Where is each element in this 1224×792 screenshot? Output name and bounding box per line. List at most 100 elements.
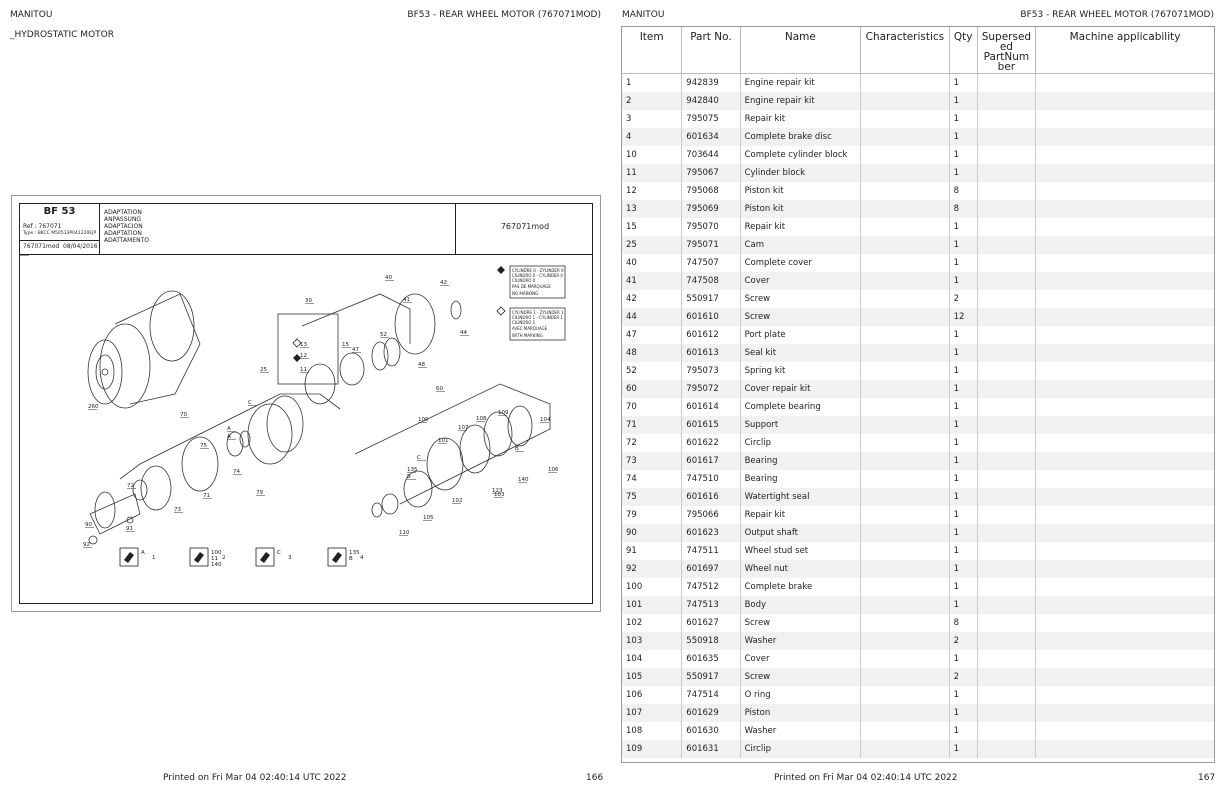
table-cell: 1: [948, 254, 978, 272]
table-cell: [976, 740, 1037, 758]
table-cell: [976, 236, 1037, 254]
brand-right: MANITOU: [622, 10, 665, 20]
table-cell: [860, 722, 950, 740]
table-cell: [1035, 434, 1215, 452]
table-cell: Cylinder block: [739, 164, 862, 182]
table-cell: [860, 506, 950, 524]
table-cell: Piston: [739, 704, 862, 722]
table-cell: [1035, 128, 1215, 146]
table-cell: 1: [948, 146, 978, 164]
table-cell: 105: [620, 668, 683, 686]
table-cell: 747508: [681, 272, 741, 290]
table-cell: [860, 704, 950, 722]
callout-label: A: [227, 434, 231, 440]
adapt-2: ADAPTACION: [104, 223, 143, 230]
table-cell: 1: [948, 740, 978, 758]
callout-label: 60: [436, 386, 443, 392]
table-cell: 1: [948, 452, 978, 470]
callout-label: 79: [256, 490, 263, 496]
table-cell: [976, 722, 1037, 740]
table-cell: Piston kit: [739, 200, 862, 218]
table-cell: 52: [620, 362, 683, 380]
callout-label: 106: [548, 467, 559, 473]
callout-label: 110: [399, 530, 410, 536]
callout-label: 75: [200, 443, 207, 449]
tool-icon: C3: [255, 547, 292, 567]
table-cell: O ring: [739, 686, 862, 704]
table-cell: Engine repair kit: [739, 92, 862, 110]
table-cell: [860, 254, 950, 272]
table-cell: Screw: [739, 668, 862, 686]
legend1-line4: PAS DE MARQUAGE: [512, 284, 551, 289]
table-cell: Seal kit: [739, 344, 862, 362]
table-cell: [1035, 596, 1215, 614]
table-cell: [976, 272, 1037, 290]
table-cell: [860, 146, 950, 164]
table-cell: 42: [620, 290, 683, 308]
table-cell: 40: [620, 254, 683, 272]
callout-label: 40: [385, 275, 392, 281]
table-cell: 12: [620, 182, 683, 200]
callout-label: 73: [174, 507, 181, 513]
table-cell: Engine repair kit: [739, 73, 862, 92]
table-cell: 1: [948, 650, 978, 668]
table-cell: 601627: [681, 614, 741, 632]
table-cell: [1035, 92, 1215, 110]
table-cell: 47: [620, 326, 683, 344]
table-cell: 601613: [681, 344, 741, 362]
page-number-right: 167: [1198, 773, 1216, 783]
table-cell: 8: [948, 200, 978, 218]
section-title: _HYDROSTATIC MOTOR: [10, 30, 114, 40]
table-cell: [1035, 398, 1215, 416]
table-cell: Circlip: [739, 434, 862, 452]
table-cell: [1035, 146, 1215, 164]
callout-label: 109: [498, 410, 509, 416]
table-cell: 1: [948, 434, 978, 452]
tool-label: A: [141, 550, 145, 556]
table-cell: Cover: [739, 650, 862, 668]
drawing-type: Type : BKCC M50513P041220EJP: [23, 231, 97, 236]
table-cell: [1035, 73, 1215, 92]
table-cell: 1: [620, 73, 683, 92]
callout-label: C: [248, 400, 252, 406]
table-cell: 1: [948, 596, 978, 614]
table-cell: Port plate: [739, 326, 862, 344]
tool-label: B: [349, 556, 353, 562]
callout-label: 71: [203, 493, 210, 499]
table-cell: [1035, 110, 1215, 128]
table-cell: [976, 290, 1037, 308]
legend1-line1: CYLINDRE 0 - ZYLINDER 0: [512, 268, 564, 273]
tool-label: 4: [360, 555, 364, 561]
table-cell: 60: [620, 380, 683, 398]
table-cell: 74: [620, 470, 683, 488]
callout-label: C: [417, 455, 421, 461]
callout-label: 48: [418, 362, 425, 368]
table-cell: [1035, 614, 1215, 632]
table-cell: 2: [948, 668, 978, 686]
table-cell: 601614: [681, 398, 741, 416]
table-cell: 102: [620, 614, 683, 632]
table-cell: 795066: [681, 506, 741, 524]
table-cell: 41: [620, 272, 683, 290]
table-cell: 109: [620, 740, 683, 758]
table-cell: [1035, 452, 1215, 470]
table-cell: 1: [948, 110, 978, 128]
table-cell: 601610: [681, 308, 741, 326]
table-cell: 1: [948, 488, 978, 506]
table-cell: [976, 380, 1037, 398]
col-qty: Qty: [948, 26, 978, 74]
table-cell: [1035, 236, 1215, 254]
table-cell: [976, 398, 1037, 416]
table-cell: [976, 326, 1037, 344]
table-cell: Repair kit: [739, 110, 862, 128]
callout-label: 13: [300, 342, 307, 348]
table-cell: 1: [948, 416, 978, 434]
table-cell: [976, 344, 1037, 362]
page-title-right: BF53 - REAR WHEEL MOTOR (767071MOD): [1020, 10, 1214, 20]
table-cell: [860, 326, 950, 344]
